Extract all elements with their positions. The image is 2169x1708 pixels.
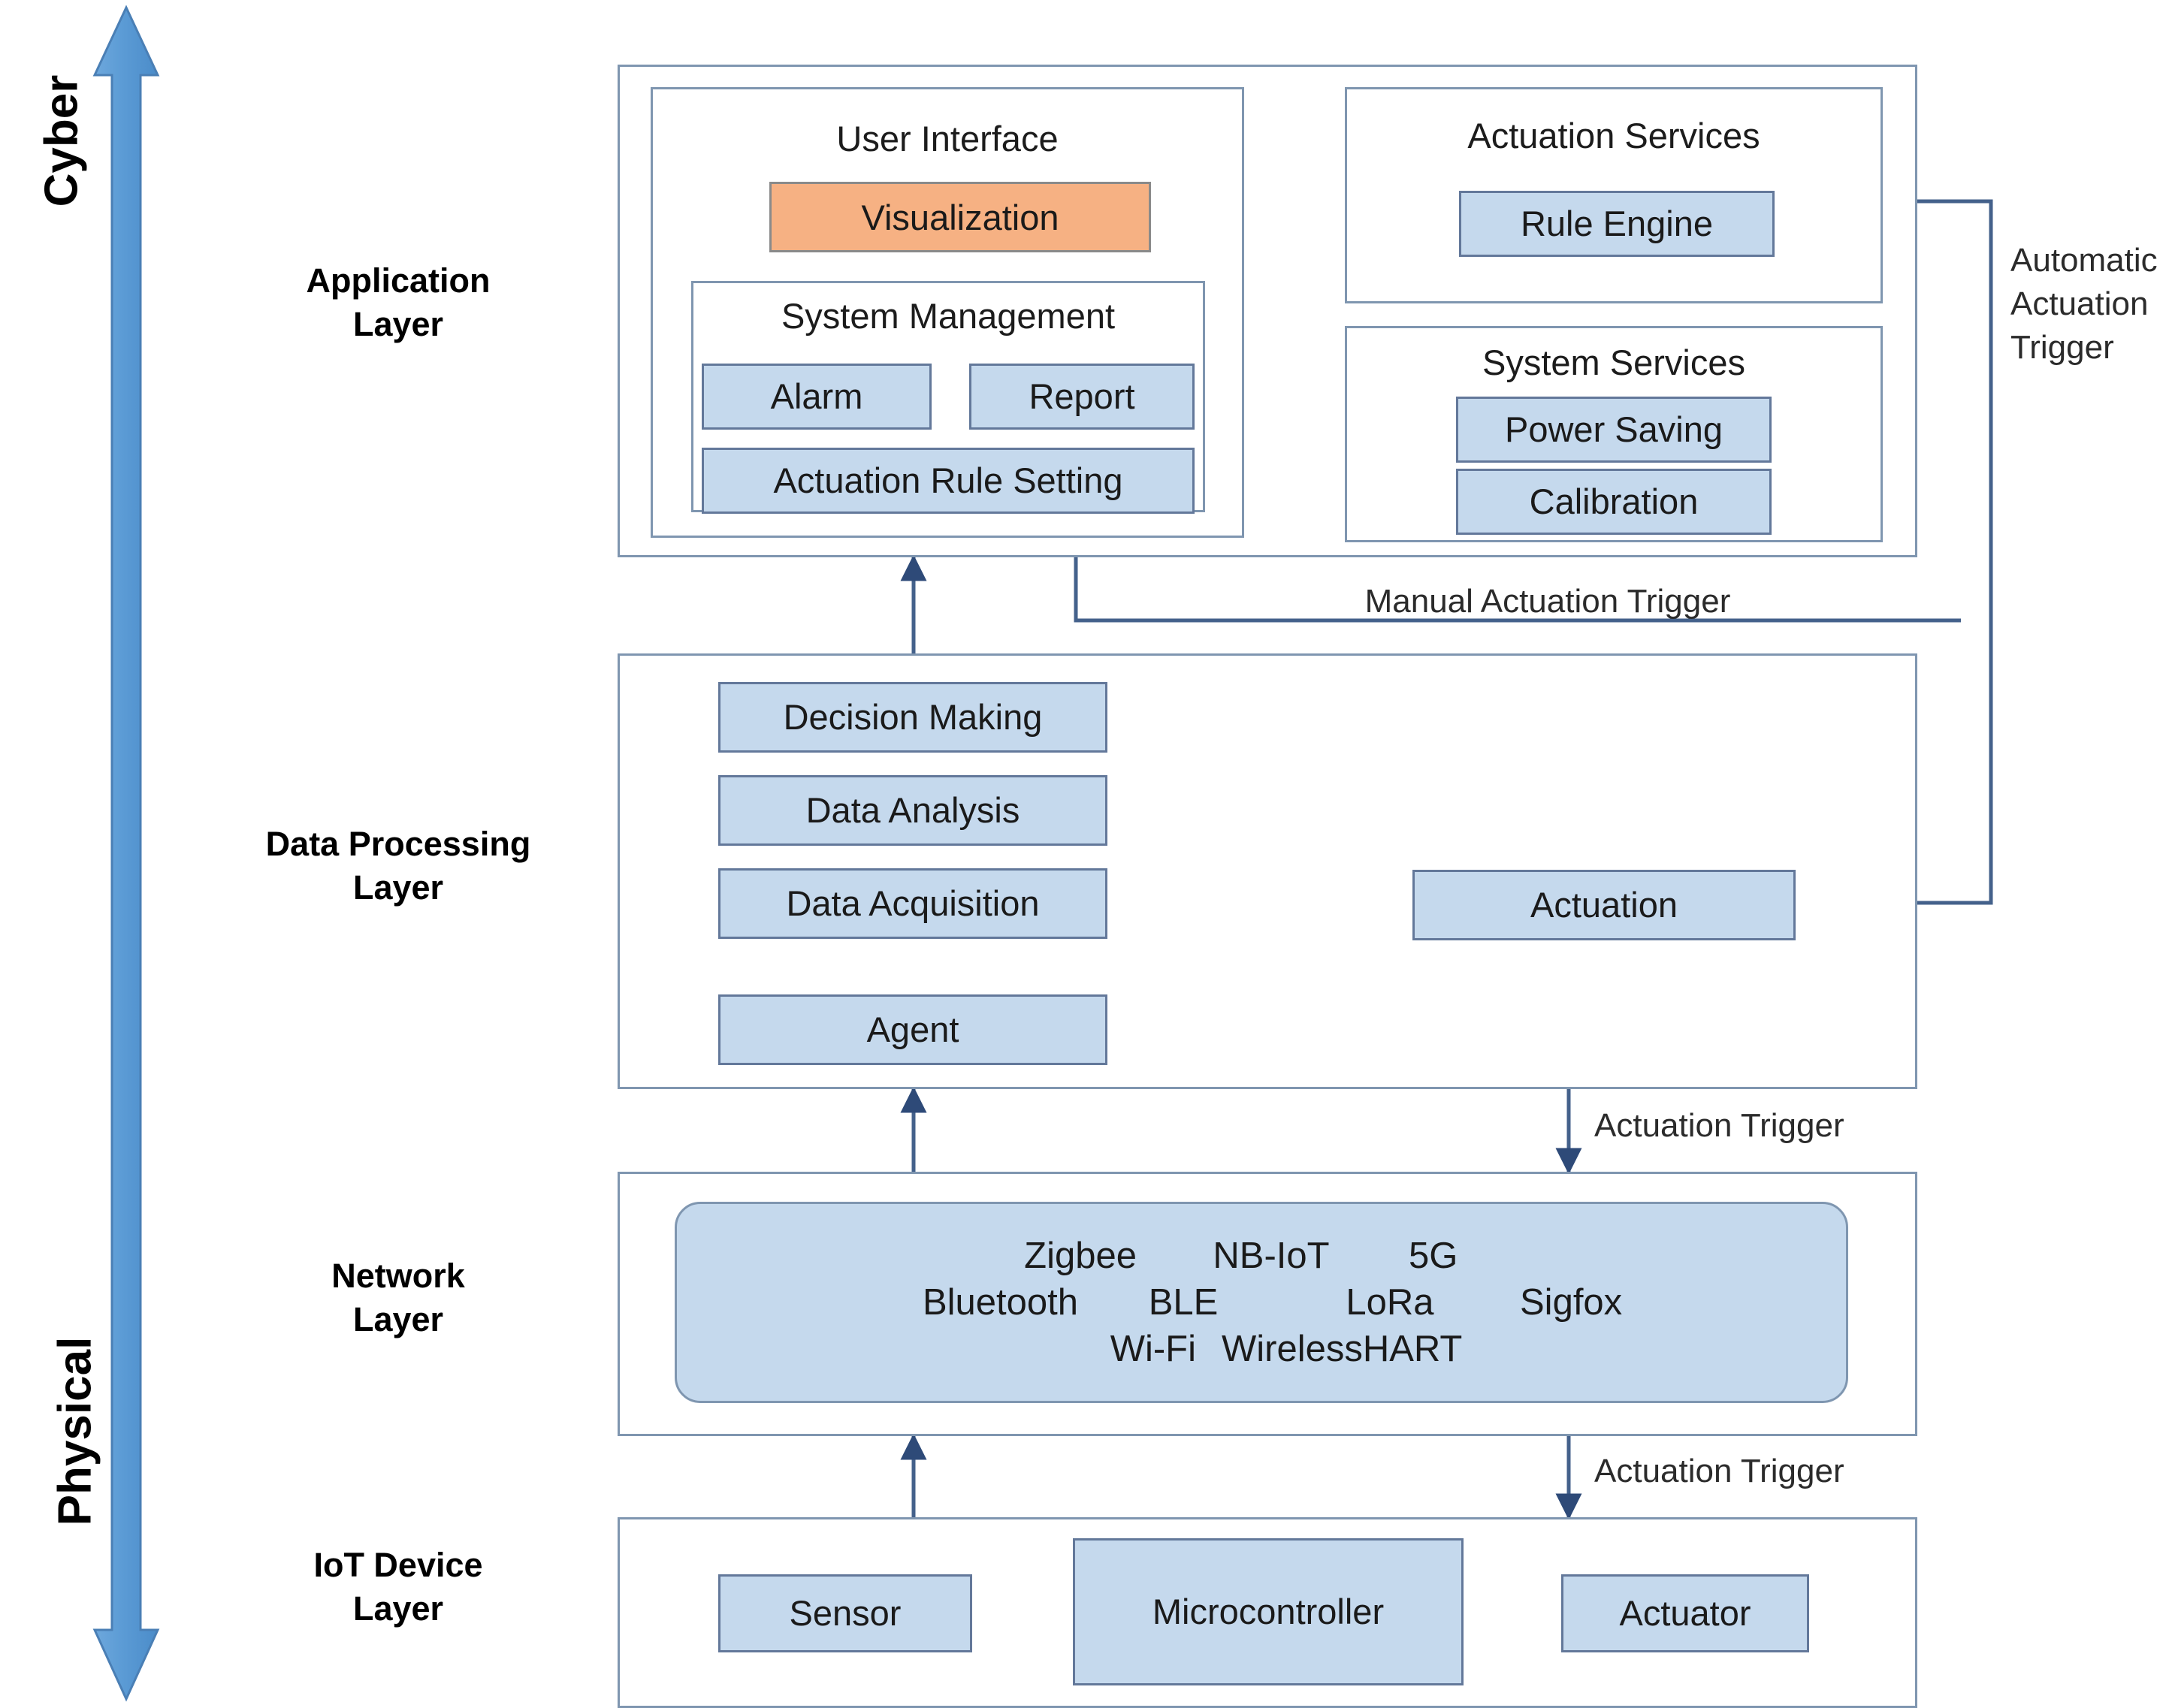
- component-calibration[interactable]: Calibration: [1456, 469, 1772, 535]
- protocol-sigfox: Sigfox: [1520, 1282, 1623, 1323]
- component-report[interactable]: Report: [969, 364, 1195, 430]
- protocol-5g: 5G: [1409, 1236, 1458, 1276]
- protocol-ble: BLE: [1148, 1282, 1219, 1323]
- component-actuation-rule-setting[interactable]: Actuation Rule Setting: [702, 448, 1195, 514]
- protocol-wirelesshart: WirelessHART: [1222, 1329, 1463, 1369]
- group-title-system-services: System Services: [1482, 343, 1745, 382]
- label-automatic-actuation-trigger: Automatic Actuation Trigger: [2010, 242, 2158, 367]
- layer-name-line: IoT Device: [313, 1546, 483, 1584]
- axis-label-cyber: Cyber: [35, 74, 88, 207]
- protocol-bluetooth: Bluetooth: [922, 1282, 1078, 1323]
- network-protocol-pill: Zigbee NB-IoT 5G Bluetooth BLE LoRa Sigf…: [675, 1202, 1848, 1403]
- protocol-lora: LoRa: [1346, 1282, 1434, 1323]
- layer-name-line: Layer: [352, 868, 444, 907]
- network-protocol-row: Bluetooth BLE LoRa Sigfox: [677, 1281, 1846, 1323]
- protocol-zigbee: Zigbee: [1024, 1236, 1137, 1276]
- protocol-nbiot: NB-IoT: [1213, 1236, 1330, 1276]
- group-title-actuation-services: Actuation Services: [1467, 116, 1760, 155]
- component-sensor[interactable]: Sensor: [718, 1574, 972, 1652]
- label-manual-actuation-trigger: Manual Actuation Trigger: [1364, 583, 1731, 620]
- layer-name-network: Network Layer: [225, 1254, 571, 1341]
- component-data-analysis[interactable]: Data Analysis: [718, 775, 1107, 846]
- axis-label-physical: Physical: [49, 1336, 101, 1526]
- network-protocol-rows: Zigbee NB-IoT 5G Bluetooth BLE LoRa Sigf…: [677, 1204, 1846, 1401]
- layer-name-line: Layer: [352, 1589, 444, 1628]
- network-protocol-row: Zigbee NB-IoT 5G: [677, 1235, 1846, 1277]
- label-actuation-trigger-network: Actuation Trigger: [1594, 1107, 1844, 1144]
- layer-name-line: Data Processing: [265, 825, 531, 863]
- component-data-acquisition[interactable]: Data Acquisition: [718, 868, 1107, 939]
- layer-name-data-processing: Data Processing Layer: [225, 822, 571, 909]
- layer-name-application: Application Layer: [225, 259, 571, 346]
- label-actuation-trigger-device: Actuation Trigger: [1594, 1453, 1844, 1489]
- layer-name-line: Layer: [352, 1299, 444, 1338]
- layer-name-iot-device: IoT Device Layer: [225, 1544, 571, 1630]
- group-title-user-interface: User Interface: [836, 119, 1059, 158]
- component-microcontroller[interactable]: Microcontroller: [1073, 1538, 1464, 1685]
- cyber-physical-axis-arrow: [92, 5, 160, 1702]
- component-actuator[interactable]: Actuator: [1561, 1574, 1809, 1652]
- component-rule-engine[interactable]: Rule Engine: [1459, 191, 1775, 257]
- layer-name-line: Network: [331, 1257, 465, 1295]
- component-actuation[interactable]: Actuation: [1412, 870, 1796, 940]
- component-power-saving[interactable]: Power Saving: [1456, 397, 1772, 463]
- component-alarm[interactable]: Alarm: [702, 364, 932, 430]
- component-decision-making[interactable]: Decision Making: [718, 682, 1107, 753]
- component-agent[interactable]: Agent: [718, 994, 1107, 1065]
- layer-name-line: Application: [306, 261, 491, 300]
- layer-name-line: Layer: [352, 304, 444, 343]
- network-protocol-row: Wi-Fi WirelessHART: [677, 1328, 1846, 1370]
- group-title-system-management: System Management: [781, 296, 1116, 336]
- protocol-wifi: Wi-Fi: [1110, 1329, 1196, 1369]
- component-visualization[interactable]: Visualization: [769, 182, 1151, 252]
